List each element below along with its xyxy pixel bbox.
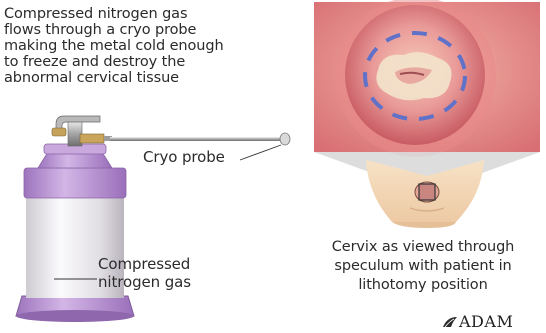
nitrogen-gas-label: Compressed nitrogen gas bbox=[98, 255, 191, 291]
procedure-caption-line: making the metal cold enough bbox=[4, 38, 224, 54]
nitrogen-canister bbox=[16, 144, 134, 322]
procedure-caption-line: to freeze and destroy the bbox=[4, 54, 224, 70]
nitrogen-gas-label-line: Compressed bbox=[98, 255, 191, 273]
probe-handle bbox=[52, 116, 112, 146]
nitrogen-gas-label-line: nitrogen gas bbox=[98, 273, 191, 291]
adam-leaf-icon bbox=[441, 315, 459, 329]
cervix-caption-line: lithotomy position bbox=[298, 276, 546, 295]
procedure-caption-line: Compressed nitrogen gas bbox=[4, 6, 224, 22]
adam-logo: ADAM bbox=[441, 312, 513, 331]
procedure-caption-line: abnormal cervical tissue bbox=[4, 70, 224, 86]
cervix-inset bbox=[314, 0, 540, 157]
adam-logo-text: ADAM bbox=[459, 312, 513, 331]
cervix-caption: Cervix as viewed through speculum with p… bbox=[298, 238, 546, 295]
cervix-caption-line: Cervix as viewed through bbox=[298, 238, 546, 257]
cervix-caption-line: speculum with patient in bbox=[298, 257, 546, 276]
cryo-probe-label: Cryo probe bbox=[143, 149, 225, 165]
cryo-probe-leader bbox=[240, 145, 281, 160]
procedure-caption-line: flows through a cryo probe bbox=[4, 22, 224, 38]
procedure-caption: Compressed nitrogen gas flows through a … bbox=[4, 6, 224, 86]
cryo-probe-rod bbox=[110, 133, 290, 145]
